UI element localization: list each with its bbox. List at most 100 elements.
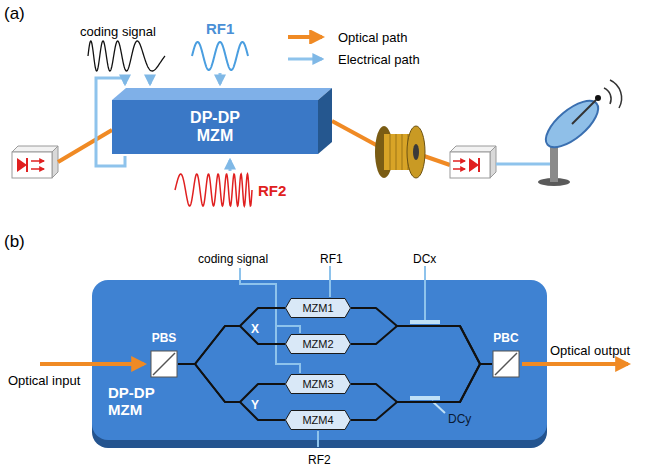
diode-symbol <box>17 158 27 172</box>
diode-symbol <box>469 158 479 172</box>
panel-label: (b) <box>4 232 25 251</box>
label-holder: RF1 <box>206 20 234 38</box>
waveguide <box>178 326 285 364</box>
node-outline <box>492 350 520 378</box>
waveguide <box>178 308 285 364</box>
dc-line <box>424 266 426 320</box>
label-holder: RF1 <box>320 249 343 267</box>
mzm-box: MZM4 <box>285 410 351 430</box>
diode-symbol <box>478 158 480 172</box>
node-text: MZM1 <box>302 302 333 314</box>
polarization-splitter: PBS <box>150 350 178 378</box>
emission-arrow <box>31 168 44 170</box>
signal-label: RF2 <box>308 453 331 467</box>
rf-line <box>317 431 319 447</box>
label-holder: coding signal <box>80 22 156 40</box>
photodiode-box-top <box>450 146 496 152</box>
arm-label: Y <box>251 398 259 412</box>
node-text: DP-DP MZM <box>108 384 170 419</box>
antenna-feed <box>595 95 601 101</box>
waveguide <box>351 326 492 364</box>
label-holder: Optical output <box>550 341 630 359</box>
laser-box <box>12 152 52 178</box>
arm-label: X <box>251 322 259 336</box>
legend-sample <box>286 52 332 66</box>
rf-line <box>329 266 331 297</box>
node-text: PBC <box>476 331 536 345</box>
port-label: Optical output <box>550 343 630 358</box>
radio-wave <box>604 88 611 104</box>
chip-surface <box>92 280 547 440</box>
diode-symbol <box>26 158 28 172</box>
label-holder: RF2 <box>258 182 286 200</box>
label-holder: DCy <box>448 409 471 427</box>
mzm-outline <box>286 375 351 394</box>
waveguide <box>178 364 285 420</box>
photodiode-box <box>450 152 490 178</box>
mzm-box: MZM3 <box>285 374 351 394</box>
signal-label: coding signal <box>198 252 268 266</box>
polarization-combiner: PBC <box>492 350 520 378</box>
electrical-path <box>496 163 550 166</box>
electrical-path <box>219 73 222 84</box>
legend-text: Optical path <box>338 30 407 45</box>
rf-waveform <box>192 42 248 70</box>
legend-sample <box>286 30 332 44</box>
signal-label: RF2 <box>258 182 286 199</box>
coding-waveform <box>88 41 165 71</box>
laser-box-top <box>12 146 58 152</box>
legend-text: Electrical path <box>338 52 420 67</box>
signal-label: coding signal <box>80 24 156 39</box>
fiber-spool <box>407 126 425 178</box>
splitter-cube <box>493 351 519 377</box>
optical-input-arrow <box>40 362 144 366</box>
panel-label: (a) <box>4 4 25 23</box>
coding-line <box>240 268 300 373</box>
mzm-outline <box>286 411 351 430</box>
coding-line <box>276 326 300 333</box>
optical-path <box>424 156 450 165</box>
electrical-path <box>229 160 232 171</box>
node-text: MZM4 <box>302 414 333 426</box>
label-holder: (a) <box>4 4 25 24</box>
antenna-dish <box>538 93 605 156</box>
label-holder: DCx <box>413 249 436 267</box>
radio-wave <box>610 80 622 108</box>
legend-arrow <box>288 35 322 39</box>
laser-box-side <box>52 146 58 178</box>
signal-label: DCy <box>448 412 471 426</box>
label-holder: (b) <box>4 232 25 252</box>
electrical-path <box>149 76 152 84</box>
emission-arrow <box>31 160 44 162</box>
label-holder: coding signal <box>198 249 268 267</box>
box-side <box>318 88 332 154</box>
box-front <box>112 100 318 154</box>
mzm-box: MZM1 <box>285 298 351 318</box>
port-label: Optical input <box>8 373 80 388</box>
signal-label: RF1 <box>206 20 234 37</box>
mzm-outline <box>286 299 351 318</box>
label-holder: RF2 <box>308 450 331 468</box>
legend-arrow <box>288 58 322 61</box>
box-top <box>112 88 332 100</box>
signal-label: DCx <box>413 252 436 266</box>
label-holder: X <box>251 319 259 337</box>
incident-arrow <box>453 160 465 162</box>
node-text: DP-DP MZM <box>180 109 250 146</box>
legend-row: Electrical path <box>286 48 420 70</box>
label-holder: Optical input <box>8 371 80 389</box>
chip-body: PBS MZM1MZM2MZM3MZM4 PBC DP-DP MZM <box>92 280 547 440</box>
mzm-box: MZM2 <box>285 334 351 354</box>
photodiode-box-side <box>490 146 496 178</box>
waveguide <box>351 308 492 364</box>
rf-waveform <box>175 174 252 206</box>
modulator-box: DP-DP MZM <box>112 88 332 154</box>
legend-row: Optical path <box>286 26 407 48</box>
optical-path <box>332 121 378 146</box>
node-outline <box>150 350 178 378</box>
incident-arrow <box>453 168 465 170</box>
spool-hub <box>413 144 419 160</box>
mzm-outline <box>286 335 351 354</box>
